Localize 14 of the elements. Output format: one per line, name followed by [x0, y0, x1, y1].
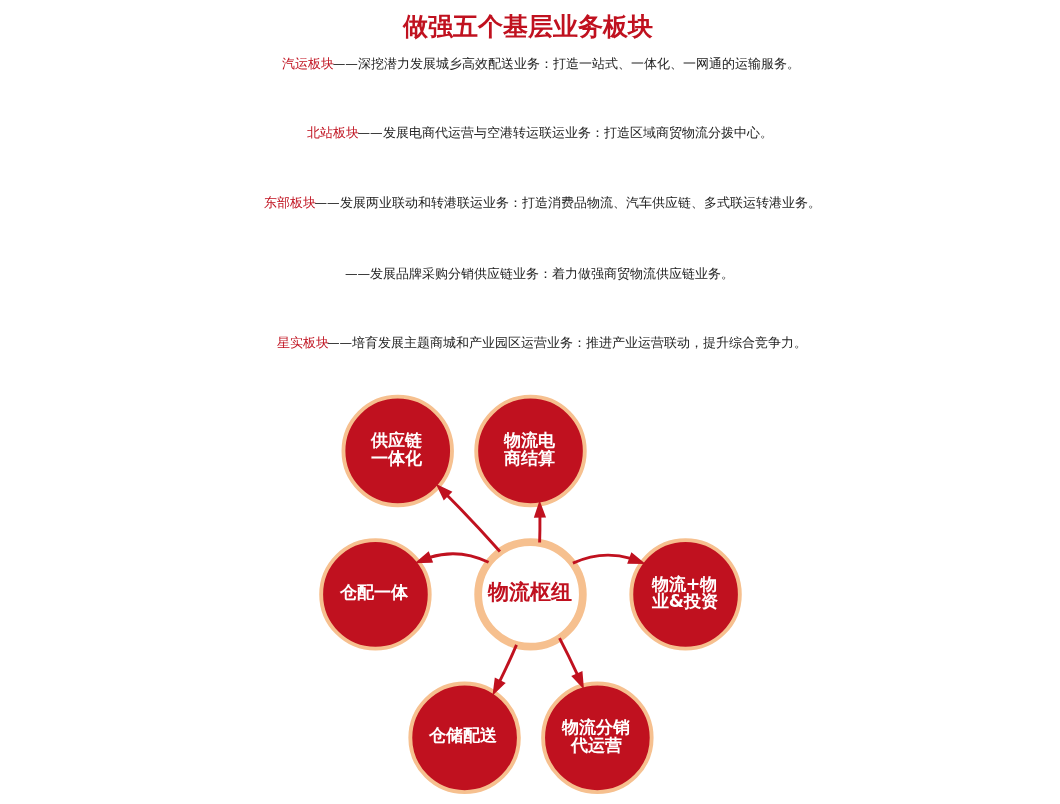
- label: 汽运板块: [281, 55, 334, 71]
- arrow: [557, 637, 584, 690]
- node-circle: 仓储配送: [407, 681, 521, 795]
- arrow: [533, 500, 546, 543]
- arrow: [571, 552, 646, 565]
- label: 北站板块: [306, 125, 359, 141]
- diagram-title: 做强五个基层业务板块: [402, 11, 653, 41]
- label: ——发展品牌采购分销供应链业务：着力做强商贸物流供应链业务。: [344, 265, 734, 281]
- arrow: [435, 483, 501, 553]
- node-circle: 物流电商结算: [473, 394, 587, 508]
- node-circle: 物流分销代运营: [540, 681, 654, 795]
- arrow: [414, 551, 489, 564]
- node-circle: 物流枢纽: [473, 538, 587, 651]
- arrow: [491, 644, 518, 696]
